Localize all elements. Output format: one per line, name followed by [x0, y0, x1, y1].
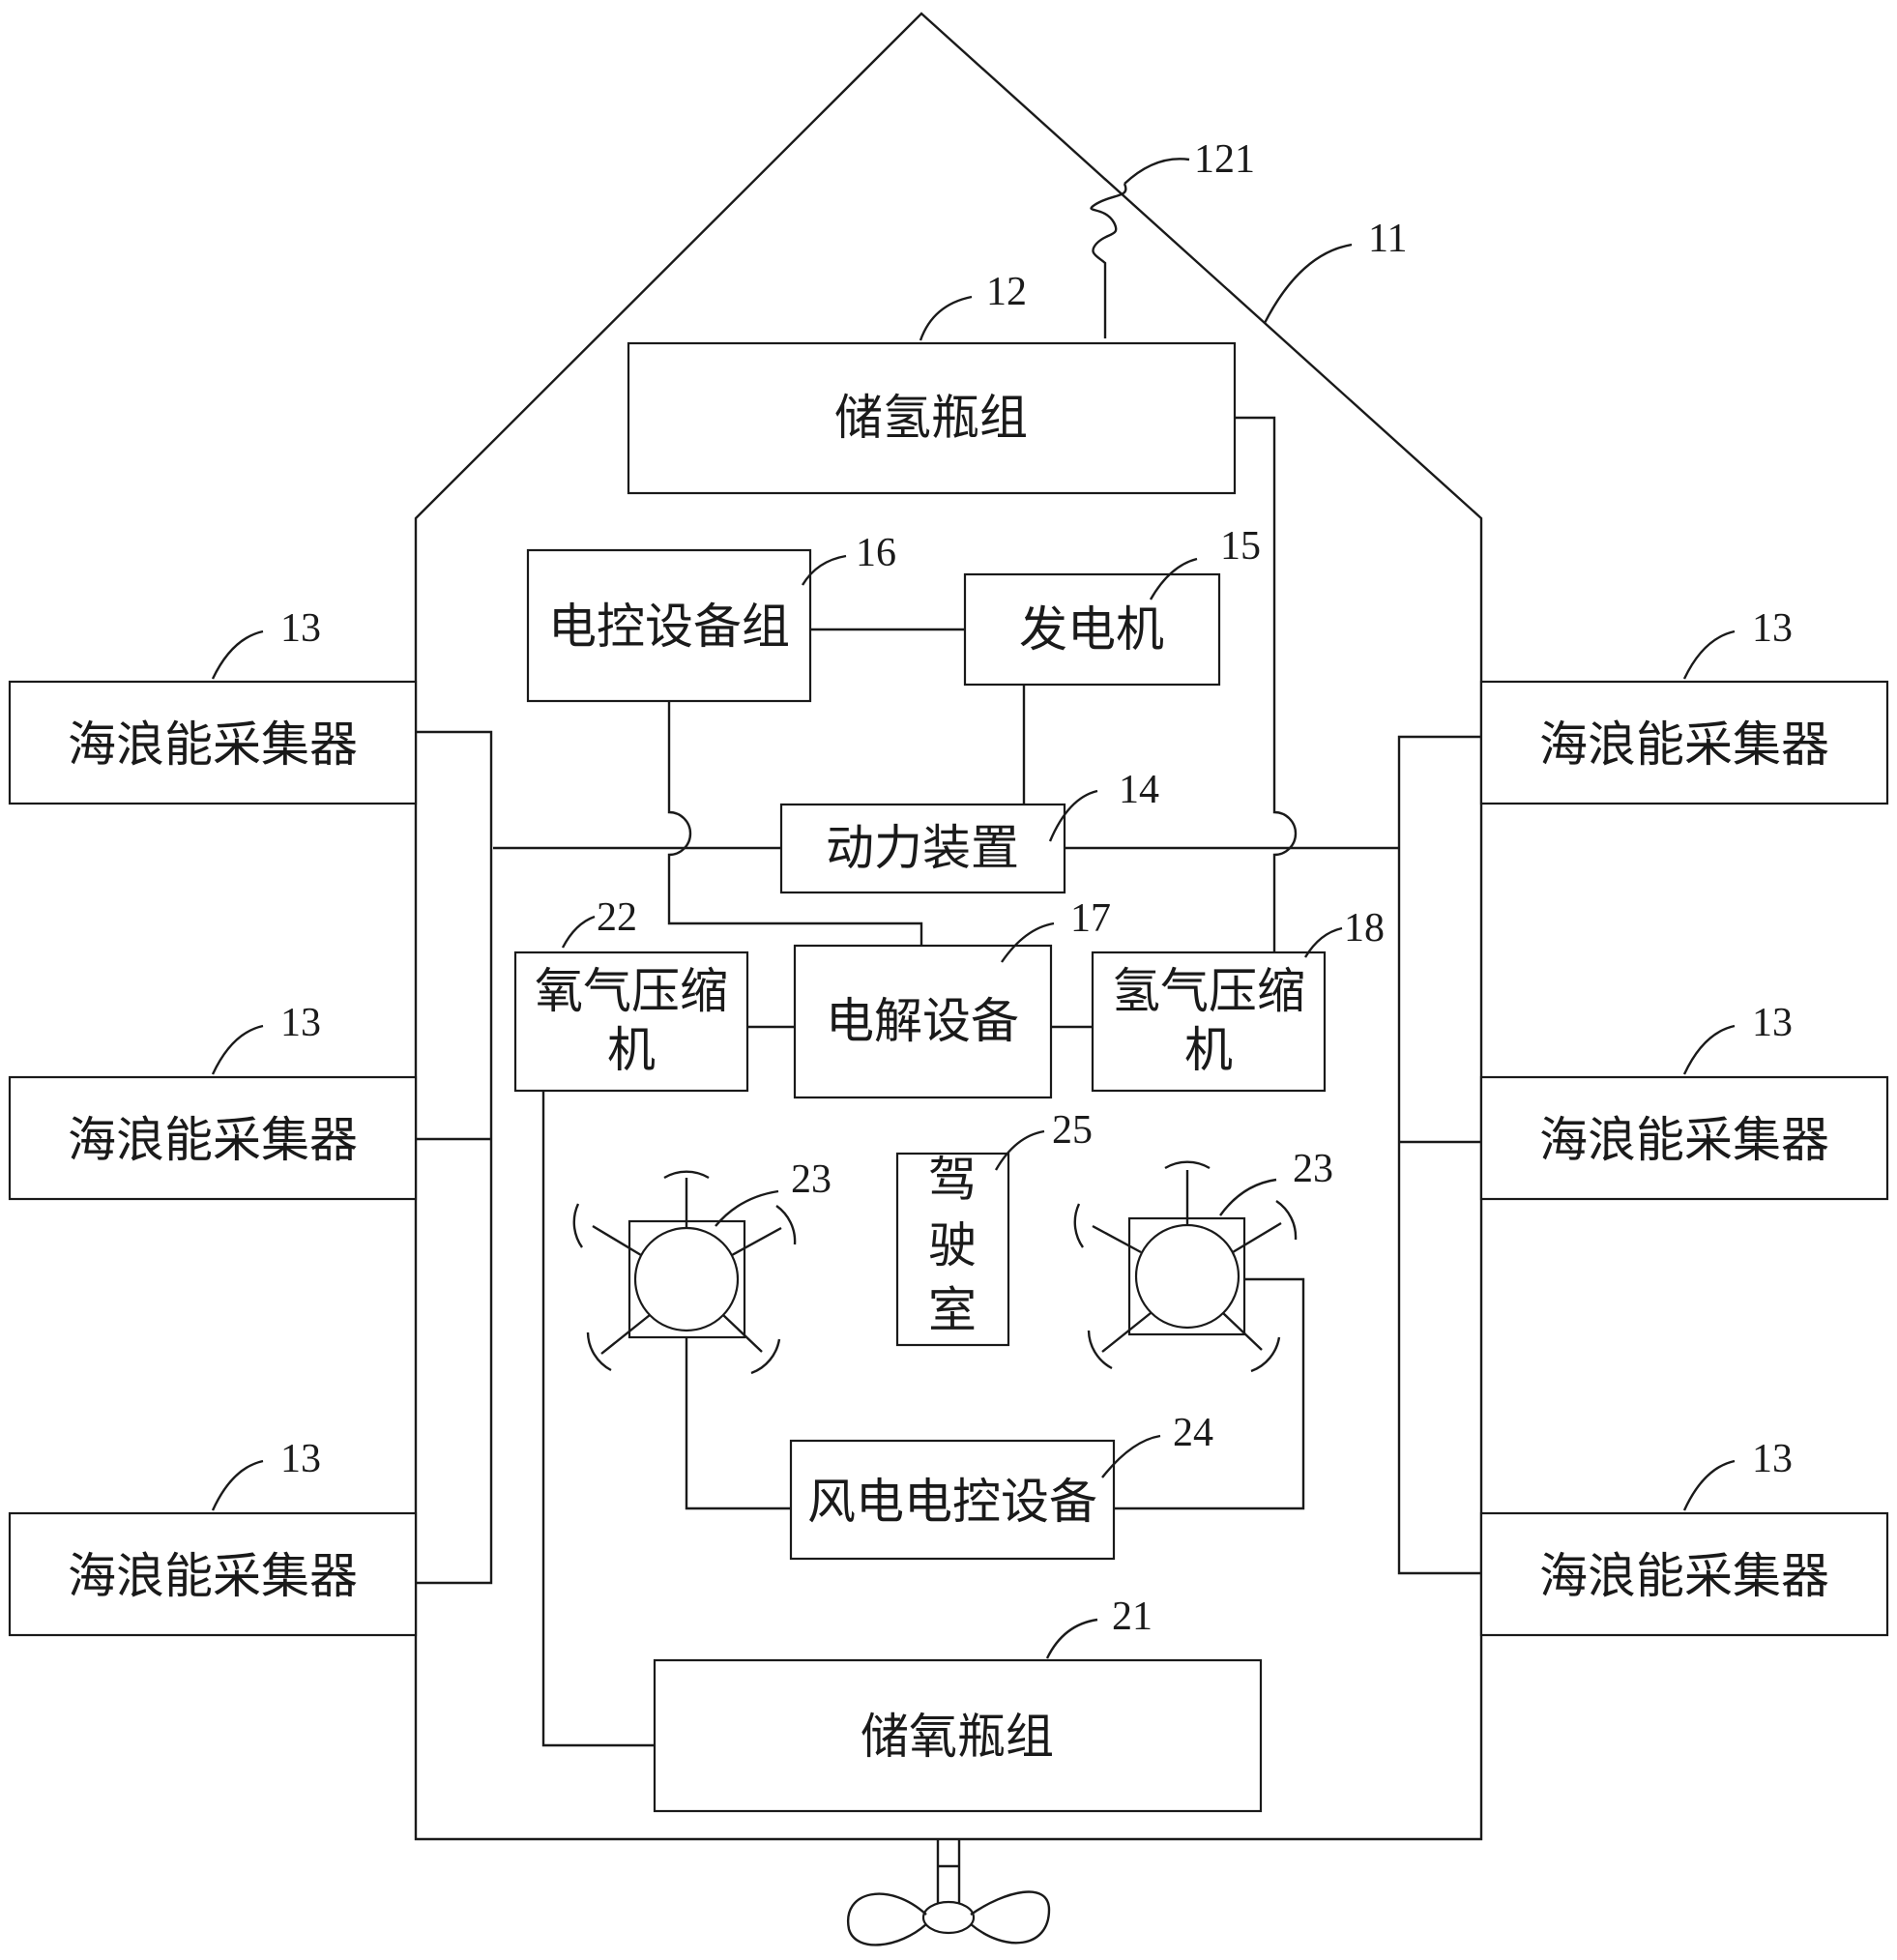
svg-text:海浪能采集器: 海浪能采集器: [68, 717, 358, 773]
ref-wave-collector-right-2: 13: [1752, 1001, 1793, 1045]
power-unit: 动力装置: [781, 804, 1065, 892]
hull-outline: [416, 14, 1481, 1839]
wind-ecu: 风电电控设备: [791, 1441, 1114, 1559]
svg-text:储氧瓶组: 储氧瓶组: [861, 1709, 1054, 1765]
ecu-group: 电控设备组: [528, 550, 810, 701]
hydrogen-compressor: 氢气压缩 机: [1093, 952, 1325, 1091]
svg-text:海浪能采集器: 海浪能采集器: [1539, 1112, 1829, 1168]
svg-text:电控设备组: 电控设备组: [548, 599, 790, 655]
generator: 发电机: [965, 574, 1219, 685]
ref-oxygen-bottles: 21: [1112, 1594, 1153, 1639]
ref-electrolyzer: 17: [1070, 896, 1111, 941]
ref-power-unit: 14: [1119, 768, 1159, 812]
wave-collector-right-3-leader: [1684, 1461, 1735, 1510]
vent-leader: [1124, 159, 1189, 184]
svg-text:海浪能采集器: 海浪能采集器: [68, 1112, 358, 1168]
wave-collector-left-2: 海浪能采集器: [10, 1077, 416, 1199]
wind-turbine-right-leader: [1220, 1180, 1276, 1215]
hull-leader: [1265, 245, 1352, 323]
wave-collector-right-3: 海浪能采集器: [1481, 1513, 1887, 1635]
ref-wave-collector-left-2: 13: [280, 1001, 321, 1045]
oxygen-bottle-leader: [1047, 1620, 1097, 1658]
ref-wave-collector-left-1: 13: [280, 606, 321, 651]
wave-collector-left-1-leader: [213, 631, 263, 679]
ref-wave-collector-right-1: 13: [1752, 606, 1793, 651]
svg-text:氢气压缩: 氢气压缩: [1112, 963, 1305, 1019]
ref-hull: 11: [1368, 217, 1407, 261]
svg-text:动力装置: 动力装置: [826, 820, 1019, 876]
wave-collector-right-2: 海浪能采集器: [1481, 1077, 1887, 1199]
wind-turbine-left-icon: [574, 1172, 795, 1373]
oxygen-bottle-group: 储氧瓶组: [655, 1660, 1261, 1811]
wave-collector-left-1: 海浪能采集器: [10, 682, 416, 804]
ref-vent: 121: [1194, 137, 1255, 182]
electrolyzer: 电解设备: [795, 946, 1051, 1097]
svg-text:氧气压缩: 氧气压缩: [535, 963, 728, 1019]
svg-text:机: 机: [1184, 1022, 1233, 1078]
cockpit: 驾 驶 室: [897, 1152, 1008, 1345]
svg-text:驶: 驶: [928, 1217, 977, 1273]
wave-collector-left-2-leader: [213, 1026, 263, 1074]
hydrogen-bottle-leader: [920, 297, 972, 340]
wave-collector-left-3-leader: [213, 1461, 263, 1510]
svg-text:驾: 驾: [928, 1152, 977, 1208]
wave-collector-right-2-leader: [1684, 1026, 1735, 1074]
ref-hydrogen-bottles: 12: [986, 270, 1027, 314]
propeller-icon: [848, 1839, 1049, 1945]
ref-generator: 15: [1220, 524, 1261, 569]
wave-collector-right-1-leader: [1684, 631, 1735, 679]
oxygen-compressor-leader: [563, 917, 595, 948]
svg-text:电解设备: 电解设备: [826, 993, 1019, 1049]
svg-text:机: 机: [607, 1022, 656, 1078]
oxygen-compressor: 氧气压缩 机: [515, 952, 747, 1091]
ref-oxygen-compressor: 22: [597, 895, 637, 940]
ref-cockpit: 25: [1052, 1108, 1093, 1153]
svg-text:海浪能采集器: 海浪能采集器: [1539, 1548, 1829, 1604]
ref-ecu-group: 16: [856, 531, 896, 575]
ref-wave-collector-left-3: 13: [280, 1437, 321, 1481]
ref-wave-collector-right-3: 13: [1752, 1437, 1793, 1481]
wave-collector-left-3: 海浪能采集器: [10, 1513, 416, 1635]
ref-wind-turbine-left: 23: [791, 1157, 832, 1202]
vent-coil-icon: [1092, 184, 1126, 338]
svg-text:室: 室: [928, 1282, 977, 1338]
svg-text:风电电控设备: 风电电控设备: [807, 1474, 1097, 1530]
ref-wind-turbine-right: 23: [1293, 1147, 1333, 1191]
ref-wind-ecu: 24: [1173, 1411, 1213, 1455]
svg-text:储氢瓶组: 储氢瓶组: [834, 390, 1028, 446]
svg-text:发电机: 发电机: [1019, 601, 1164, 658]
wave-collector-right-1: 海浪能采集器: [1481, 682, 1887, 804]
hydrogen-bottle-group: 储氢瓶组: [628, 343, 1235, 493]
svg-text:海浪能采集器: 海浪能采集器: [1539, 717, 1829, 773]
svg-text:海浪能采集器: 海浪能采集器: [68, 1548, 358, 1604]
ref-hydrogen-compressor: 18: [1344, 906, 1385, 951]
wind-turbine-right-icon: [1075, 1162, 1296, 1371]
